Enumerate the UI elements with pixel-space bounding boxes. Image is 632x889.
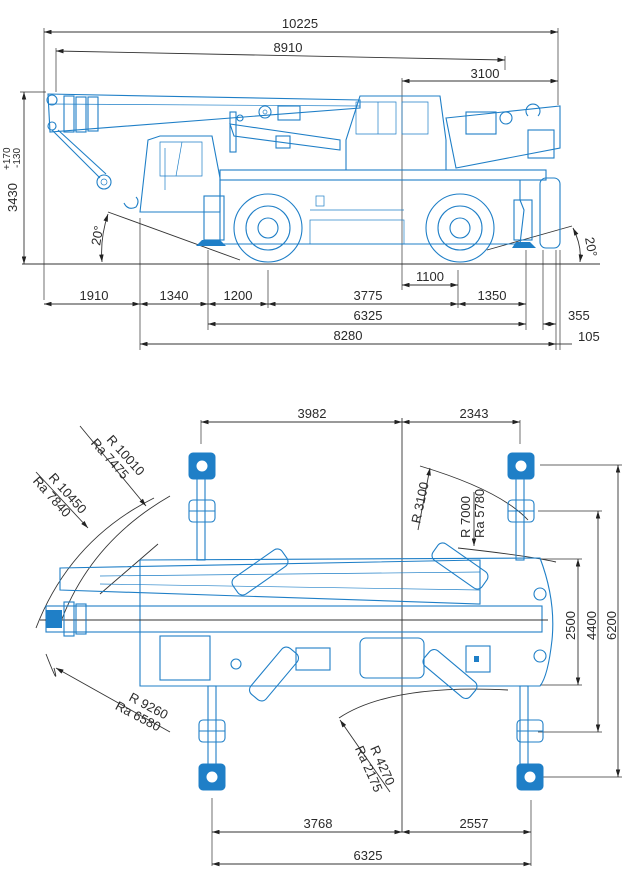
carrier-outline bbox=[139, 557, 554, 687]
spare-wheel bbox=[539, 177, 561, 249]
approach-angle-arc bbox=[99, 213, 109, 263]
chassis-body bbox=[219, 179, 525, 245]
label-3768: 3768 bbox=[304, 816, 333, 831]
outrigger-pad-front-right bbox=[198, 719, 226, 791]
hook-icon bbox=[123, 196, 139, 209]
label-4400: 4400 bbox=[584, 611, 599, 640]
label-1100: 1100 bbox=[416, 269, 444, 284]
departure-angle-line bbox=[486, 225, 573, 251]
departure-angle-arc bbox=[572, 227, 584, 263]
side-view: 10225 8910 3100 3430 +170 -130 20° 20° bbox=[2, 16, 600, 350]
label-height-tol-minus: -130 bbox=[12, 148, 23, 168]
approach-angle-line bbox=[107, 211, 241, 261]
radius-label-r10010: R 10010 Ra 7475 bbox=[88, 432, 148, 482]
outrigger-pad-rear-right bbox=[516, 719, 544, 791]
arc-r10010 bbox=[59, 495, 171, 625]
tire-front-right bbox=[248, 646, 300, 702]
front-wheel bbox=[233, 193, 303, 263]
telescopic-cylinder bbox=[59, 559, 481, 605]
label-6325-side: 6325 bbox=[354, 308, 383, 323]
label-r7000: R 7000 bbox=[458, 496, 473, 538]
label-8280: 8280 bbox=[334, 328, 363, 343]
boom-top bbox=[45, 605, 543, 633]
outrigger-pad-rear-left bbox=[507, 452, 535, 523]
label-2343: 2343 bbox=[460, 406, 489, 421]
arc-r4270 bbox=[338, 688, 509, 719]
front-outrigger bbox=[203, 195, 225, 241]
label-1340: 1340 bbox=[160, 288, 189, 303]
label-3430: 3430 bbox=[5, 183, 20, 212]
boom bbox=[47, 93, 361, 133]
radius-label-r4270: R 4270 Ra 2175 bbox=[352, 743, 398, 794]
radius-label-r3100: R 3100 bbox=[408, 480, 431, 524]
label-6200: 6200 bbox=[604, 611, 619, 640]
arc-r3100 bbox=[419, 465, 529, 521]
label-6325-top: 6325 bbox=[354, 848, 383, 863]
label-1200: 1200 bbox=[224, 288, 253, 303]
hook-block-icon bbox=[96, 174, 112, 190]
label-3100: 3100 bbox=[471, 66, 500, 81]
label-2557: 2557 bbox=[460, 816, 489, 831]
crane-side-illustration bbox=[46, 93, 561, 263]
arc-inner bbox=[99, 543, 159, 595]
label-10225: 10225 bbox=[282, 16, 318, 31]
label-3775: 3775 bbox=[354, 288, 383, 303]
outrigger-pad-front-left bbox=[188, 452, 216, 523]
leader-r4270 bbox=[339, 719, 391, 793]
label-8910: 8910 bbox=[274, 40, 303, 55]
label-1910: 1910 bbox=[80, 288, 109, 303]
label-ra5780: Ra 5780 bbox=[472, 489, 487, 538]
crane-top-illustration bbox=[40, 452, 554, 791]
boom-head-icon bbox=[46, 610, 62, 628]
label-2500: 2500 bbox=[563, 611, 578, 640]
label-3982: 3982 bbox=[298, 406, 327, 421]
rear-outrigger bbox=[513, 199, 533, 241]
leader-r10010 bbox=[79, 425, 147, 507]
arc-r7000 bbox=[457, 547, 557, 563]
tire-rear-left bbox=[431, 542, 489, 590]
leader-r10450 bbox=[35, 471, 89, 529]
leader-r3100 bbox=[417, 467, 431, 531]
arc-r9260 bbox=[45, 653, 57, 677]
radius-label-r7000: R 7000 Ra 5780 bbox=[458, 489, 487, 538]
label-height-tol-plus: +170 bbox=[2, 147, 13, 170]
boom-pulley-icon bbox=[46, 94, 58, 106]
label-1350: 1350 bbox=[478, 288, 507, 303]
tire-rear-right bbox=[422, 648, 478, 700]
leader-r9260 bbox=[55, 667, 171, 733]
dim-8910 bbox=[55, 48, 506, 63]
label-approach-angle: 20° bbox=[88, 225, 106, 247]
carrier-cab bbox=[139, 135, 221, 213]
chassis-deck bbox=[219, 169, 547, 181]
label-105: 105 bbox=[578, 329, 600, 344]
label-departure-angle: 20° bbox=[582, 236, 600, 258]
boom-section bbox=[63, 95, 75, 133]
rear-wheel bbox=[425, 193, 495, 263]
label-r3100: R 3100 bbox=[408, 480, 431, 524]
label-355: 355 bbox=[568, 308, 590, 323]
top-view: 3982 2343 3768 2557 6325 2500 4400 6200 bbox=[30, 406, 622, 867]
tire-front-left bbox=[231, 548, 289, 596]
radius-label-r10450: R 10450 Ra 7840 bbox=[30, 470, 90, 520]
outrigger-beam-front-left bbox=[196, 465, 206, 561]
winch-icon bbox=[499, 111, 513, 125]
arc-r10450 bbox=[35, 497, 155, 629]
